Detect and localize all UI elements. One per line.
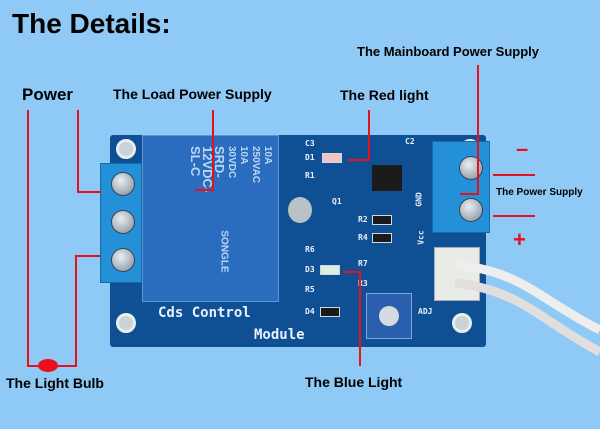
relay: 10A 250VAC 10A 30VDC SRD-12VDC-SL-C SONG…	[142, 135, 279, 302]
red-led	[322, 153, 342, 163]
silk-r1: R1	[305, 171, 315, 180]
blue-led	[320, 265, 340, 275]
photoresistor	[288, 197, 312, 223]
light-bulb-icon	[38, 359, 58, 372]
silk-c3: C3	[305, 139, 315, 148]
resistor	[372, 215, 392, 225]
silk-c2: C2	[405, 137, 415, 146]
silk-r4: R4	[358, 233, 368, 242]
silk-r7: R7	[358, 259, 368, 268]
power-line	[77, 110, 79, 192]
silk-q1: Q1	[332, 197, 342, 206]
bulb-wire-line	[75, 255, 77, 367]
load-terminal-block	[100, 163, 142, 283]
resistor	[372, 233, 392, 243]
potentiometer	[366, 293, 412, 339]
silk-d3: D3	[305, 265, 315, 274]
label-power-supply: The Power Supply	[496, 187, 583, 198]
ic-chip	[372, 165, 402, 191]
mounting-hole	[116, 313, 136, 333]
sensor-connector	[434, 247, 480, 301]
power-terminal-block	[432, 141, 490, 233]
label-mainboard-power-supply: The Mainboard Power Supply	[357, 44, 540, 59]
silk-adj: ADJ	[418, 307, 433, 316]
bulb-wire-line	[75, 255, 100, 257]
blue-light-line	[343, 271, 361, 273]
silk-d1: D1	[305, 153, 315, 162]
silk-r2: R2	[358, 215, 368, 224]
mainboard-line	[477, 65, 479, 195]
silk-d4: D4	[305, 307, 315, 316]
power-supply-line	[493, 174, 535, 176]
minus-sign: –	[516, 136, 529, 161]
blue-light-line	[359, 271, 361, 366]
label-light-bulb: The Light Bulb	[6, 375, 104, 391]
silk-r5: R5	[305, 285, 315, 294]
red-light-line	[348, 159, 370, 161]
bulb-wire-line	[27, 110, 29, 366]
silk-r3: R3	[358, 279, 368, 288]
power-line	[77, 191, 101, 193]
load-supply-line	[195, 189, 214, 191]
mainboard-line	[460, 193, 479, 195]
board-name: Cds Control	[158, 305, 251, 321]
red-light-line	[368, 110, 370, 160]
label-blue-light: The Blue Light	[305, 374, 403, 390]
silk-r6: R6	[305, 245, 315, 254]
label-power: Power	[22, 85, 74, 104]
relay-module-photo: 10A 250VAC 10A 30VDC SRD-12VDC-SL-C SONG…	[100, 135, 490, 347]
mounting-hole	[116, 139, 136, 159]
board-name-2: Module	[254, 327, 305, 343]
diode	[320, 307, 340, 317]
power-supply-line	[493, 215, 535, 217]
page-title: The Details:	[12, 8, 171, 39]
load-supply-line	[212, 110, 214, 190]
plus-sign: +	[513, 227, 526, 252]
label-load-power-supply: The Load Power Supply	[113, 86, 272, 102]
mounting-hole	[452, 313, 472, 333]
label-red-light: The Red light	[340, 87, 429, 103]
